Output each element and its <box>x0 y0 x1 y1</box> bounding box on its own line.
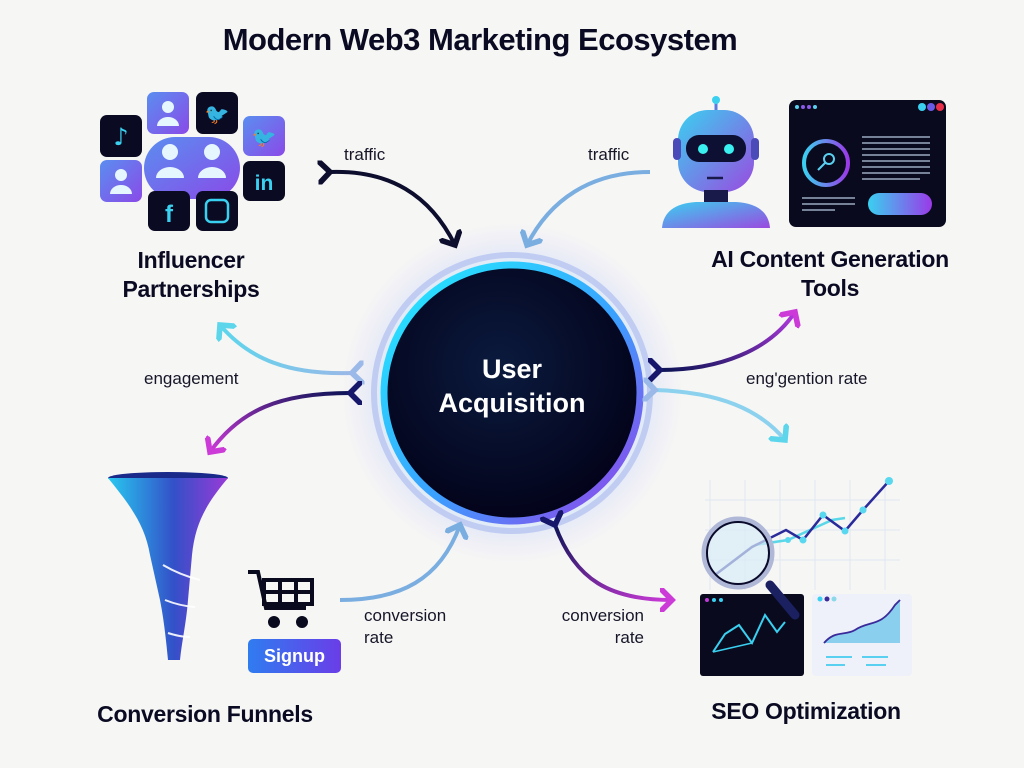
node-influencer-partnerships: Influencer Partnerships <box>96 246 286 304</box>
linkedin-icon <box>243 161 285 201</box>
signup-button[interactable]: Signup <box>248 639 341 673</box>
tiktok-icon <box>100 115 142 157</box>
conversion-right-line1: conversion <box>561 606 644 625</box>
instagram-icon <box>196 191 238 231</box>
svg-text:🐦: 🐦 <box>205 102 230 126</box>
diagram-title: Modern Web3 Marketing Ecosystem <box>222 22 738 57</box>
robot-icon <box>662 96 770 228</box>
magnifier-icon <box>701 516 800 620</box>
hub-label-line1: User <box>481 354 543 384</box>
ai-tools-label-line2: Tools <box>800 275 860 301</box>
edge-label-conversion-right: conversion rate <box>540 605 644 649</box>
conversion-left-line2: rate <box>364 628 394 647</box>
node-conversion-funnels: Conversion Funnels <box>97 701 313 727</box>
facebook-icon <box>148 191 190 231</box>
twitter-icon <box>243 116 285 156</box>
dark-chart-card-icon <box>700 594 804 676</box>
svg-text:f: f <box>165 201 174 228</box>
influencer-label-line2: Partnerships <box>122 276 260 302</box>
svg-text:🐦: 🐦 <box>252 125 277 149</box>
influencer-icon-cluster: ♪ 🐦 🐦 in f <box>100 92 285 231</box>
content-editor-window-icon <box>789 100 946 227</box>
edge-label-traffic-right: traffic <box>588 145 630 164</box>
conversion-right-line2: rate <box>614 628 644 647</box>
funnel-icon <box>108 472 228 660</box>
svg-text:♪: ♪ <box>113 123 128 151</box>
shopping-cart-icon <box>248 570 314 628</box>
area-chart-card-icon <box>812 594 912 676</box>
node-ai-content-tools: AI Content Generation Tools <box>680 245 980 303</box>
hub-label-line2: Acquisition <box>438 388 586 418</box>
conversion-left-line1: conversion <box>364 606 447 625</box>
ai-tools-label-line1: AI Content Generation <box>711 246 949 272</box>
edge-label-conversion-left: conversion rate <box>364 605 446 649</box>
edge-label-engagement-right: eng'gention rate <box>746 369 868 388</box>
group-users-icon <box>144 137 240 199</box>
twitter-icon <box>196 92 238 134</box>
node-seo-optimization: SEO Optimization <box>711 698 901 724</box>
hub-user-acquisition: User Acquisition <box>412 352 612 420</box>
edge-label-engagement-left: engagement <box>144 369 239 388</box>
influencer-label-line1: Influencer <box>137 247 245 273</box>
svg-text:in: in <box>255 172 274 195</box>
edge-label-traffic-left: traffic <box>344 145 386 164</box>
